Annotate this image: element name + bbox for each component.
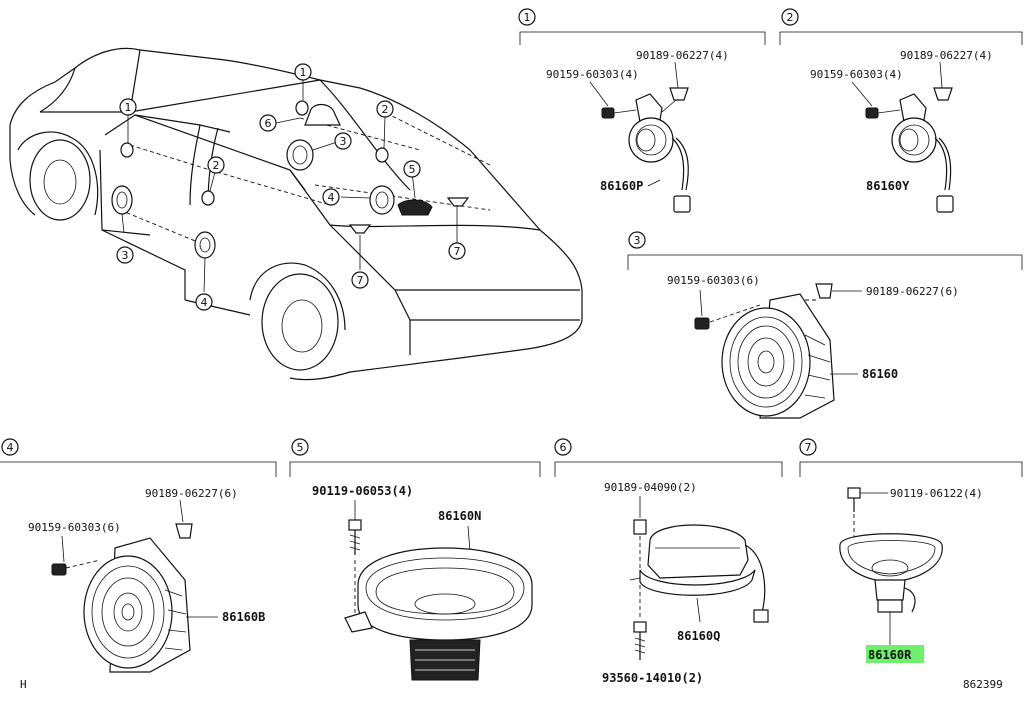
svg-text:6: 6: [560, 441, 567, 454]
p6-clip-label: 90189-04090(2): [604, 481, 697, 494]
car-illustration: 1 1 6 2 3 5 4 2 3 4 7 7: [9, 47, 583, 381]
svg-text:7: 7: [805, 441, 812, 454]
svg-text:4: 4: [7, 441, 14, 454]
panel-7: 7 90119-06122(4) 86160R: [799, 438, 1023, 663]
car-callout-7b: 7: [448, 242, 466, 260]
car-callout-5: 5: [403, 160, 421, 178]
car-callout-3b: 3: [116, 246, 134, 264]
p4-clip-label: 90189-06227(6): [145, 487, 238, 500]
car-callout-2a: 2: [376, 100, 394, 118]
panel-5: 5 90119-06053(4) 86160N: [289, 438, 541, 681]
svg-text:1: 1: [524, 11, 531, 24]
svg-text:3: 3: [340, 135, 347, 148]
p4-part-label: 86160B: [222, 610, 265, 624]
p4-bolt-label: 90159-60303(6): [28, 521, 121, 534]
p1-part-label: 86160P: [600, 179, 643, 193]
car-callout-1a: 1: [119, 98, 137, 116]
p6-screw-label: 93560-14010(2): [602, 671, 703, 685]
svg-text:7: 7: [357, 274, 364, 287]
p6-part-label: 86160Q: [677, 629, 720, 643]
p5-part-label: 86160N: [438, 509, 481, 523]
car-callout-3a: 3: [334, 132, 352, 150]
svg-text:1: 1: [125, 101, 132, 114]
car-callout-1b: 1: [294, 63, 312, 81]
p5-screw-label: 90119-06053(4): [312, 484, 413, 498]
p1-clip-label: 90189-06227(4): [636, 49, 729, 62]
p1-bolt-label: 90159-60303(4): [546, 68, 639, 81]
svg-text:5: 5: [297, 441, 304, 454]
p3-part-label: 86160: [862, 367, 898, 381]
panel-4: 4 90189-06227(6) 90159-60303(6) 86160B: [0, 438, 277, 673]
car-callout-2b: 2: [207, 156, 225, 174]
p2-clip-label: 90189-06227(4): [900, 49, 993, 62]
svg-text:3: 3: [122, 249, 129, 262]
p7-screw-label: 90119-06122(4): [890, 487, 983, 500]
svg-text:2: 2: [382, 103, 389, 116]
p2-part-label: 86160Y: [866, 179, 910, 193]
panel-6: 6 90189-04090(2) 86160Q 93560-14010(2): [554, 438, 783, 685]
footer-left: H: [20, 678, 27, 691]
svg-text:3: 3: [634, 234, 641, 247]
svg-text:6: 6: [265, 117, 272, 130]
car-callout-6: 6: [259, 114, 277, 132]
p7-highlight: [866, 645, 924, 663]
svg-text:2: 2: [213, 159, 220, 172]
panel-1: 1 90189-06227(4) 90159-60303(4) 86160P: [518, 8, 766, 213]
panel-3: 3 90159-60303(6) 90189-06227(6) 86160: [627, 231, 1023, 419]
p7-part-label: 86160R: [868, 648, 912, 662]
car-callout-7a: 7: [351, 271, 369, 289]
svg-text:4: 4: [328, 191, 335, 204]
svg-text:1: 1: [300, 66, 307, 79]
svg-text:5: 5: [409, 163, 416, 176]
footer-right: 862399: [963, 678, 1003, 691]
p3-bolt-label: 90159-60303(6): [667, 274, 760, 287]
svg-text:7: 7: [454, 245, 461, 258]
p2-bolt-label: 90159-60303(4): [810, 68, 903, 81]
car-callout-4b: 4: [195, 293, 213, 311]
panel-2: 2 90189-06227(4) 90159-60303(4) 86160Y: [779, 8, 1023, 213]
car-callout-4a: 4: [322, 188, 340, 206]
svg-text:4: 4: [201, 296, 208, 309]
svg-text:2: 2: [787, 11, 794, 24]
p3-clip-label: 90189-06227(6): [866, 285, 959, 298]
